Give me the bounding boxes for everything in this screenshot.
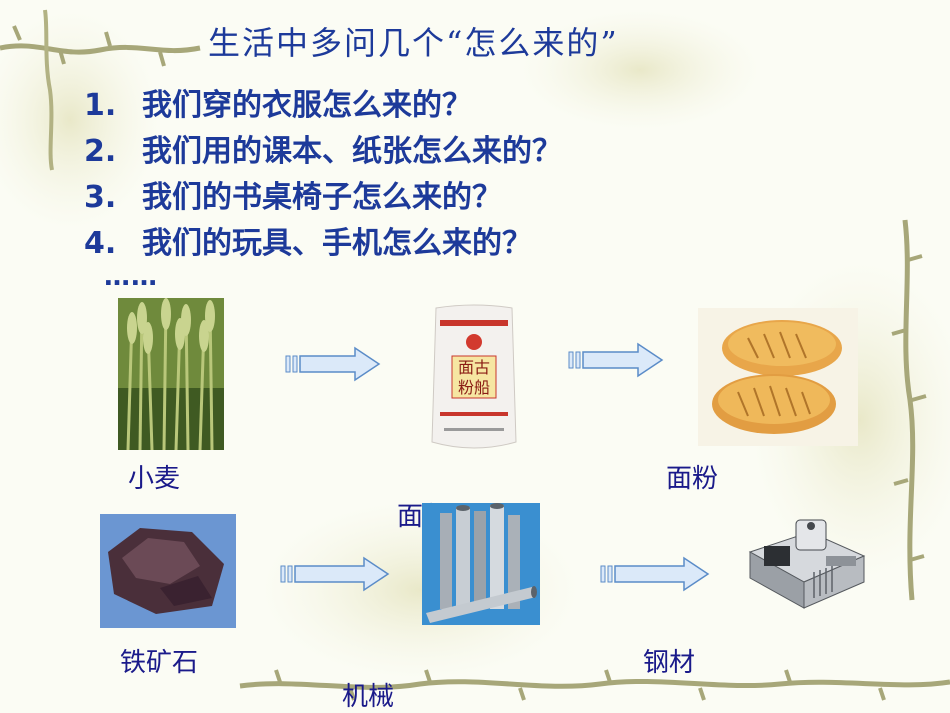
question-item: 1. 我们穿的衣服怎么来的？ [84, 80, 472, 124]
wheat-image [118, 298, 224, 450]
arrow-right-icon [280, 556, 390, 592]
machine-image [740, 512, 870, 622]
question-number: 4. [84, 226, 117, 261]
question-item: 2. 我们用的课本、纸张怎么来的？ [84, 126, 562, 170]
question-number: 2. [84, 134, 117, 169]
flour-bag-brand-line: 面古 [457, 358, 490, 377]
question-item: 4. 我们的玩具、手机怎么来的？ [84, 218, 532, 262]
question-text: 我们穿的衣服怎么来的？ [142, 88, 472, 123]
arrow-right-icon [600, 556, 710, 592]
flour-bag-brand-line: 粉船 [457, 378, 490, 397]
question-number: 1. [84, 88, 117, 123]
ellipsis: …… [104, 262, 158, 292]
label-iron-ore: 铁矿石 [120, 648, 199, 678]
bread-image [698, 308, 858, 446]
steel-pipes-image [422, 503, 540, 625]
label-flour: 面粉 [666, 464, 719, 494]
label-wheat: 小麦 [128, 464, 181, 494]
arrow-right-icon [285, 346, 381, 382]
label-machine: 机械 [342, 682, 395, 712]
page-title: 生活中多问几个“怎么来的” [208, 24, 619, 62]
question-item: 3. 我们的书桌椅子怎么来的？ [84, 172, 502, 216]
iron-ore-image [100, 514, 236, 628]
flour-bag-image: 面古 粉船 [430, 302, 518, 454]
question-text: 我们用的课本、纸张怎么来的？ [142, 134, 562, 169]
question-number: 3. [84, 180, 117, 215]
arrow-right-icon [568, 342, 664, 378]
label-steel: 钢材 [643, 648, 696, 678]
question-text: 我们的玩具、手机怎么来的？ [142, 226, 532, 261]
flour-bag-brand: 面古 粉船 [453, 358, 495, 398]
question-text: 我们的书桌椅子怎么来的？ [142, 180, 502, 215]
